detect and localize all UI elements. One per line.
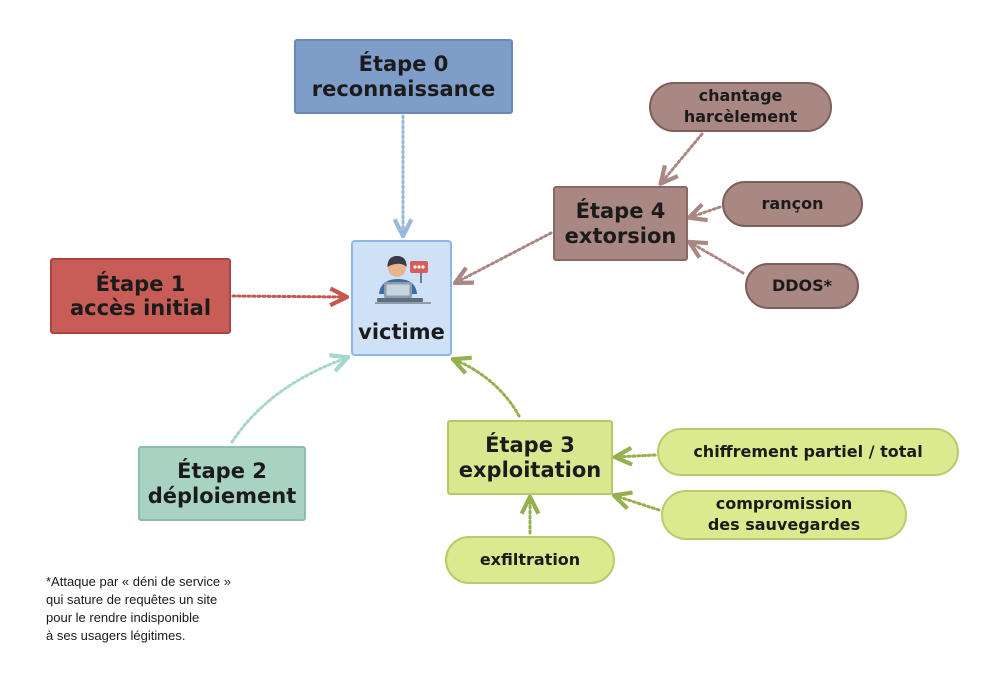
stage-0-name: reconnaissance [311,76,496,101]
exfiltration-label: exfiltration [479,549,581,569]
exfiltration-node: exfiltration [445,536,615,584]
encryption-label: chiffrement partiel / total [693,441,923,461]
stage-0-box: Étape 0 reconnaissance [294,39,513,114]
victim-box: victime [351,240,452,356]
arrow-backups-s3 [616,496,661,512]
stage-1-box: Étape 1 accès initial [50,258,231,334]
footnote-line-1: *Attaque par « déni de service » [46,574,232,589]
encryption-node: chiffrement partiel / total [657,428,959,476]
ransom-node: rançon [722,181,863,227]
victim-label: victime [358,320,445,344]
blackmail-label-1: chantage [698,86,783,106]
footnote-line-2: qui sature de requêtes un site [46,592,218,607]
blackmail-label-2: harcèlement [683,107,798,126]
stage-1-title: Étape 1 [95,271,186,296]
stage-2-box: Étape 2 déploiement [138,446,306,521]
backups-label-2: des sauvegardes [707,515,861,534]
arrow-encryption-s3 [617,455,657,457]
ransom-label: rançon [761,193,824,213]
stage-4-title: Étape 4 [575,199,666,224]
arrow-s2-victim [230,358,346,444]
arrow-blackmail-s4 [662,132,704,182]
stage-4-box: Étape 4 extorsion [553,186,688,261]
ddos-label: DDOS* [771,275,833,295]
stage-2-title: Étape 2 [177,459,267,484]
stage-4-name: extorsion [564,223,677,248]
stage-0-title: Étape 0 [358,52,449,77]
arrow-ransom-s4 [691,207,722,217]
backups-label-1: compromission [715,494,853,514]
backups-node: compromission des sauvegardes [661,490,907,540]
stage-3-name: exploitation [458,457,602,482]
stage-2-name: déploiement [147,483,297,508]
stage-1-name: accès initial [69,296,212,320]
ddos-footnote: *Attaque par « déni de service » qui sat… [46,573,231,645]
arrow-ddos-s4 [691,243,745,275]
stage-3-title: Étape 3 [485,433,575,458]
ddos-node: DDOS* [745,263,859,309]
stage-3-box: Étape 3 exploitation [447,420,613,495]
arrow-s1-victim [231,296,345,297]
footnote-line-4: à ses usagers légitimes. [46,628,186,643]
person-at-laptop-icon [375,256,431,304]
blackmail-node: chantage harcèlement [649,82,832,132]
arrow-s4-victim [457,231,553,282]
footnote-line-3: pour le rendre indisponible [46,610,200,625]
arrow-s3-victim [455,360,521,418]
